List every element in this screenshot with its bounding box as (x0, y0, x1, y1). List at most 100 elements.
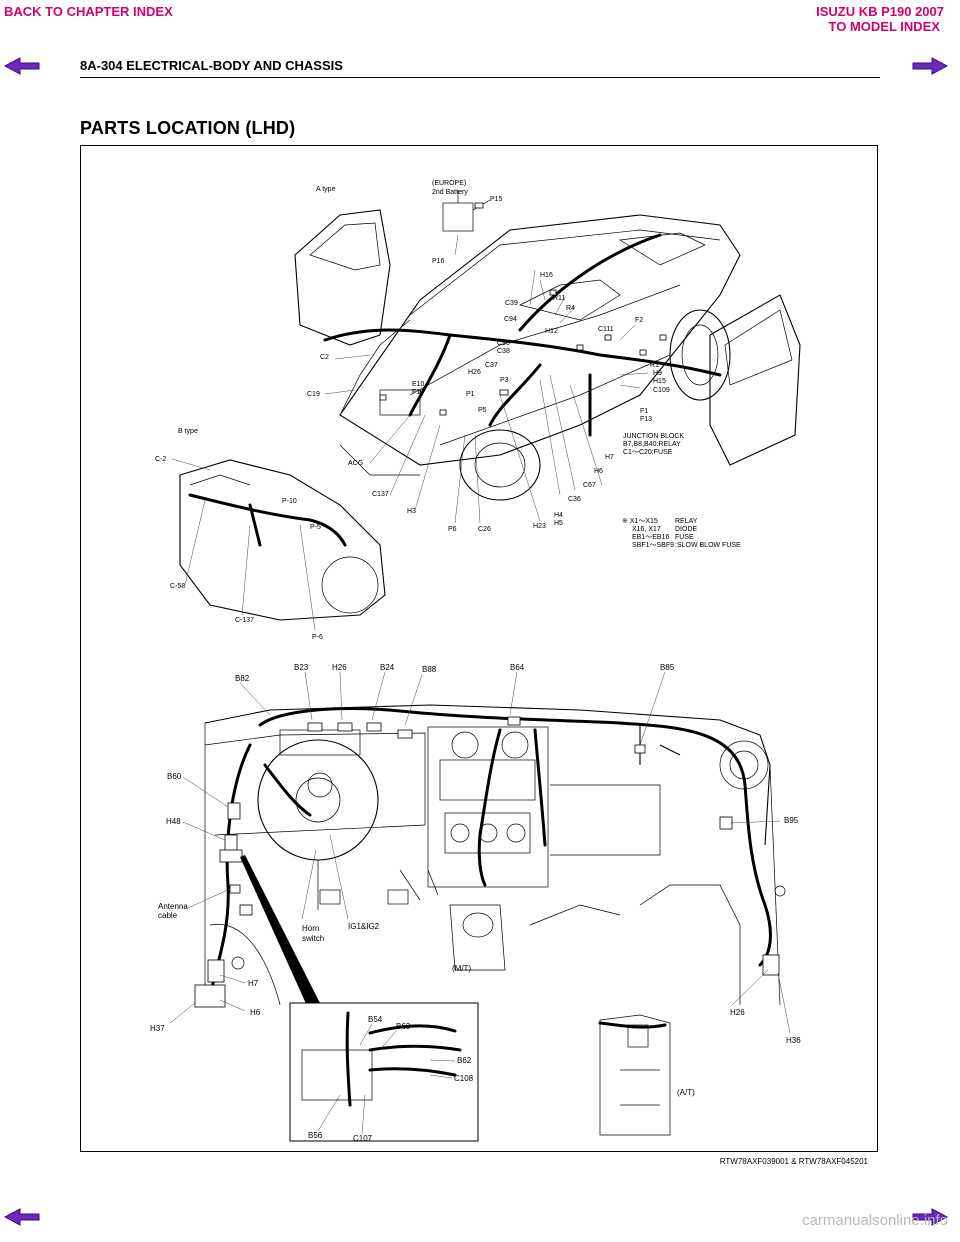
horn-switch-label: Horn (302, 924, 319, 933)
callout-c37: C37 (485, 362, 498, 369)
callout-c107: C107 (353, 1134, 373, 1143)
callout-c38: C38 (497, 348, 510, 355)
callout-h4: H4 (554, 512, 563, 519)
callout-h16: H16 (540, 272, 553, 279)
model-title-link[interactable]: ISUZU KB P190 2007 (816, 4, 944, 19)
a-type-label: A type (316, 186, 336, 193)
callout-c2: C2 (320, 354, 329, 361)
callout-p3: P3 (500, 377, 509, 384)
callout-cable: cable (158, 911, 178, 920)
figure-caption: RTW78AXF039001 & RTW78AXF045201 (719, 1157, 868, 1166)
callout-b88: B88 (422, 665, 437, 674)
b-type-label: B type (178, 428, 198, 435)
antenna-cable-label: Antenna (158, 902, 188, 911)
callout-h23: H23 (533, 523, 546, 530)
callout-h6: H6 (594, 468, 603, 475)
callout-p1: P1 (466, 391, 475, 398)
callout-h12: H12 (545, 328, 558, 335)
leader-lines (169, 671, 791, 1034)
vehicle-upper-illustration (294, 190, 801, 524)
at-label: (A/T) (677, 1088, 695, 1097)
figure-frame (80, 145, 878, 1152)
callout-c67: C67 (583, 482, 596, 489)
parts-location-diagram: A type (EUROPE) 2nd Battery P15 P16 H16 … (150, 180, 801, 1143)
callout-h36: H36 (786, 1036, 801, 1045)
back-to-chapter-index-link[interactable]: BACK TO CHAPTER INDEX (4, 4, 173, 19)
b-type-illustration: B type C-2 P-10 P-5 C-58 C-137 P-6 (155, 428, 386, 641)
callout-b63: B63 (396, 1022, 411, 1031)
dashboard-illustration (194, 704, 786, 1017)
callout-eb1-eb16: EB1～EB16 (632, 534, 669, 541)
callout-acg: ACG (348, 460, 363, 467)
prev-page-arrow-icon[interactable] (4, 57, 40, 75)
section-title: PARTS LOCATION (LHD) (80, 118, 296, 138)
callout-b82: B82 (235, 674, 250, 683)
callout-b60: B60 (167, 772, 182, 781)
callout-r1: R1 (650, 362, 659, 369)
callout-c1-c20-fuse: C1～C20:FUSE (623, 449, 673, 456)
callout-b56: B56 (308, 1131, 323, 1140)
callout-ig1-ig2: IG1&IG2 (348, 922, 380, 931)
callout-diode: DIODE (675, 526, 698, 533)
callout-c-2: C-2 (155, 456, 166, 463)
callout-b23: B23 (294, 663, 309, 672)
callout-f13: F13 (640, 416, 652, 423)
callout-h26: H26 (730, 1008, 745, 1017)
callout-p16: P16 (432, 258, 445, 265)
callout-h5: H5 (554, 520, 563, 527)
callout-b85: B85 (660, 663, 675, 672)
callout-h26: H26 (332, 663, 347, 672)
callout-b95: B95 (784, 816, 799, 825)
watermark: carmanualsonline.info (802, 1212, 948, 1229)
callout-h15: H15 (653, 378, 666, 385)
callout-f1: F1 (640, 408, 648, 415)
callout-b54: B54 (368, 1015, 383, 1024)
callout-b62: B62 (457, 1056, 472, 1065)
prev-page-arrow-bottom-icon[interactable] (4, 1208, 40, 1226)
second-battery-label: 2nd Battery (432, 189, 468, 196)
legend-block: ※ X1～X15 RELAY X16, X17 DIODE EB1～EB16 F… (622, 518, 741, 549)
callout-h9: H9 (653, 370, 662, 377)
callout-c95: C95 (497, 340, 510, 347)
callout-c-58: C-58 (170, 583, 185, 590)
callout-h7: H7 (248, 979, 259, 988)
callout-relay: RELAY (675, 518, 698, 525)
callout-c109: C109 (653, 387, 670, 394)
callout-b64: B64 (510, 663, 525, 672)
next-page-arrow-bottom-icon[interactable] (912, 1208, 948, 1226)
to-model-index-link[interactable]: TO MODEL INDEX (828, 19, 940, 34)
callout-c19: C19 (307, 391, 320, 398)
callout-p6: P6 (448, 526, 457, 533)
callout-fuse: FUSE (675, 534, 694, 541)
callout-r4: R4 (566, 305, 575, 312)
callout-h26: H26 (468, 369, 481, 376)
callout-sbf1-sbf9: SBF1～SBF9 (632, 542, 674, 549)
header-divider (80, 77, 880, 78)
callout-h6: H6 (250, 1008, 261, 1017)
callout-p5: P5 (478, 407, 487, 414)
lower-diagram-labels: B82 B23 H26 B24 B88 B64 B85 B60 H48 B95 … (150, 663, 801, 1143)
callout-h3: H3 (407, 508, 416, 515)
next-page-arrow-icon[interactable] (912, 57, 948, 75)
upper-diagram-labels: A type (EUROPE) 2nd Battery P15 P16 H16 … (307, 180, 684, 533)
callout-c94: C94 (504, 316, 517, 323)
callout-p-5: P-5 (310, 524, 321, 531)
callout-c137: C137 (372, 491, 389, 498)
callout-h37: H37 (150, 1024, 165, 1033)
callout-h48: H48 (166, 817, 181, 826)
callout-b7-b8-b40-relay: B7,B8,B40:RELAY (623, 441, 681, 448)
callout-f10: F10 (412, 389, 424, 396)
at-selector-illustration (598, 1014, 671, 1136)
callout-x1-x15: ※ X1～X15 (622, 518, 658, 525)
junction-block-label: JUNCTION BLOCK (623, 433, 684, 440)
callout-e10: E10 (412, 381, 425, 388)
europe-label: (EUROPE) (432, 180, 466, 187)
callout-c-137: C-137 (235, 617, 254, 624)
callout-p15: P15 (490, 196, 503, 203)
callout-switch: switch (302, 934, 324, 943)
callout-b24: B24 (380, 663, 395, 672)
callout-p-6: P-6 (312, 634, 323, 641)
callout-c108: C108 (454, 1074, 474, 1083)
callout-slow-blow-fuse: :SLOW BLOW FUSE (675, 542, 741, 549)
callout-r11: R11 (553, 295, 565, 302)
